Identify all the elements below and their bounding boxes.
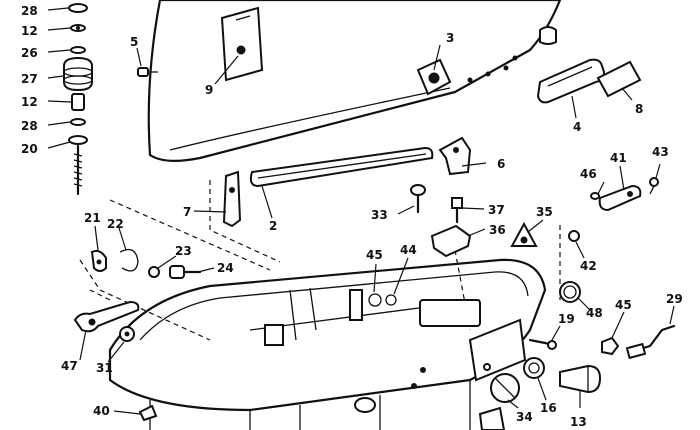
label-40: 40	[93, 404, 110, 418]
label-9: 9	[205, 83, 213, 97]
label-27: 27	[21, 72, 38, 86]
grab-handle	[73, 300, 140, 333]
label-28: 28	[21, 119, 38, 133]
assembly-guide-lines	[79, 180, 561, 341]
label-41: 41	[610, 151, 627, 165]
small-screw-46	[590, 192, 600, 200]
screw	[137, 67, 158, 77]
label-7: 7	[183, 205, 191, 219]
washer	[568, 230, 580, 242]
label-21: 21	[84, 211, 101, 225]
label-26: 26	[21, 46, 38, 60]
label-23: 23	[175, 244, 192, 258]
cover-holes	[467, 55, 518, 83]
label-37: 37	[488, 203, 505, 217]
small-screw-43	[649, 177, 659, 195]
label-5: 5	[130, 35, 138, 49]
bushing	[523, 357, 545, 379]
throttle-lever	[598, 184, 642, 212]
knob-screw	[410, 184, 426, 214]
washer-31	[119, 326, 135, 342]
label-33: 33	[371, 208, 388, 222]
label-36: 36	[489, 223, 506, 237]
pin	[528, 338, 557, 350]
label-12: 12	[21, 24, 38, 38]
choke-knob	[559, 364, 602, 394]
triangle-grommet	[510, 221, 538, 247]
lower-engine-pan	[108, 258, 547, 430]
cap	[559, 281, 581, 303]
hinge-bracket	[438, 136, 472, 176]
pad	[596, 60, 642, 98]
bolt	[451, 197, 463, 224]
label-28: 28	[21, 4, 38, 18]
label-12: 12	[21, 95, 38, 109]
label-2: 2	[269, 219, 277, 233]
label-19: 19	[558, 312, 575, 326]
label-45: 45	[615, 298, 632, 312]
mounting-bracket	[222, 170, 242, 228]
label-46: 46	[580, 167, 597, 181]
hardware-stack	[63, 3, 93, 196]
label-42: 42	[580, 259, 597, 273]
label-44: 44	[400, 243, 417, 257]
knob	[490, 373, 520, 403]
label-8: 8	[635, 102, 643, 116]
label-31: 31	[96, 361, 113, 375]
label-20: 20	[21, 142, 38, 156]
bottom-fitting	[478, 406, 506, 430]
latch-block	[430, 224, 472, 258]
label-3: 3	[446, 31, 454, 45]
label-43: 43	[652, 145, 669, 159]
label-4: 4	[573, 120, 581, 134]
grommet	[416, 58, 452, 96]
engine-cover	[147, 0, 562, 162]
label-22: 22	[107, 217, 124, 231]
label-13: 13	[570, 415, 587, 429]
label-47: 47	[61, 359, 78, 373]
label-6: 6	[497, 157, 505, 171]
crank-handle	[625, 324, 676, 360]
latch-bracket	[220, 6, 264, 82]
clip	[138, 404, 158, 422]
small-hardware	[90, 248, 202, 279]
label-34: 34	[516, 410, 533, 424]
label-48: 48	[586, 306, 603, 320]
label-24: 24	[217, 261, 234, 275]
label-45: 45	[366, 248, 383, 262]
label-35: 35	[536, 205, 553, 219]
leader-lines	[47, 7, 675, 415]
seal-strip	[249, 146, 434, 188]
seal	[536, 58, 606, 104]
label-16: 16	[540, 401, 557, 415]
callout-labels: 28 12 26 27 12 28 20 5 9 3 4 8 6 7 2 33 …	[21, 4, 683, 429]
nut	[601, 336, 620, 356]
plug	[539, 26, 557, 45]
label-29: 29	[666, 292, 683, 306]
